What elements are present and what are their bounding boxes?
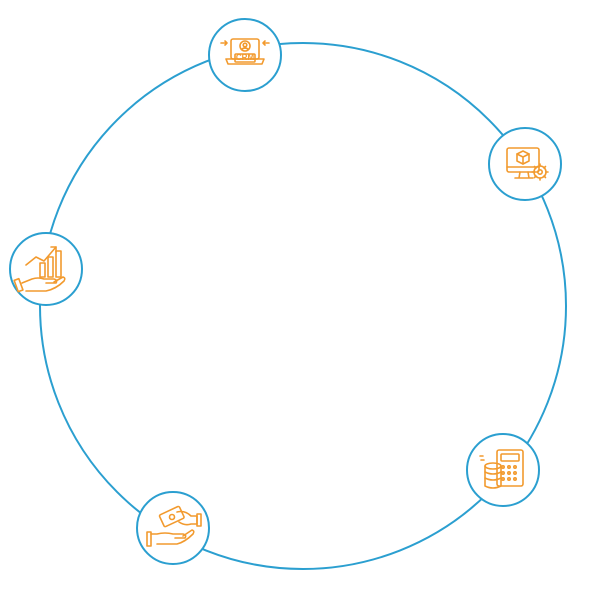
node-sales-growth[interactable] [9,232,83,306]
node-ring [136,491,210,565]
hand-growth-chart-icon [13,246,66,293]
node-accounting[interactable] [466,433,540,507]
crm-laptop-icon [220,38,270,65]
main-cycle-ring [39,42,567,570]
node-ring [208,18,282,92]
monitor-box-gear-icon [506,147,549,181]
node-payment[interactable] [136,491,210,565]
node-crm[interactable]: CRM [208,18,282,92]
node-product-management[interactable] [488,127,562,201]
node-ring [9,232,83,306]
calculator-coins-icon [479,449,524,489]
node-ring [466,433,540,507]
crm-label: CRM [236,53,255,62]
node-ring [488,127,562,201]
hand-money-exchange-icon [146,505,202,547]
